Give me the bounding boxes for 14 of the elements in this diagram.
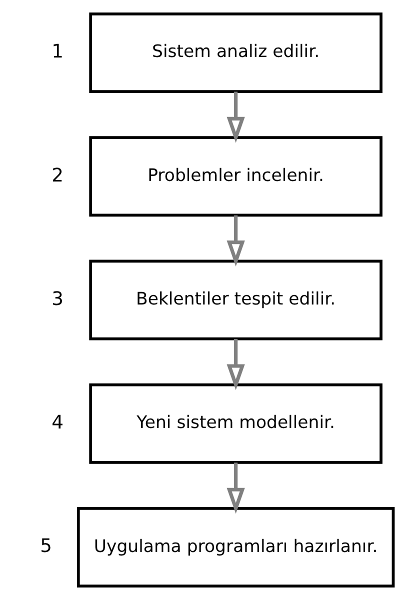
node-label: 3 xyxy=(51,288,63,310)
node-label: 2 xyxy=(51,165,63,186)
arrow xyxy=(226,462,244,514)
node-label: 4 xyxy=(51,412,63,434)
node-box: Uygulama programları hazırlanır. xyxy=(76,507,394,588)
arrow xyxy=(226,92,244,143)
node-box: Sistem analiz edilir. xyxy=(88,12,382,93)
arrow xyxy=(226,215,244,266)
node-box: Problemler incelenir. xyxy=(88,136,382,217)
node-label: 1 xyxy=(51,42,63,63)
node-box: Beklentiler tespit edilir. xyxy=(88,260,382,340)
node-box: Yeni sistem modellenir. xyxy=(88,383,382,464)
arrow xyxy=(226,339,244,390)
node-label: 5 xyxy=(40,536,52,558)
